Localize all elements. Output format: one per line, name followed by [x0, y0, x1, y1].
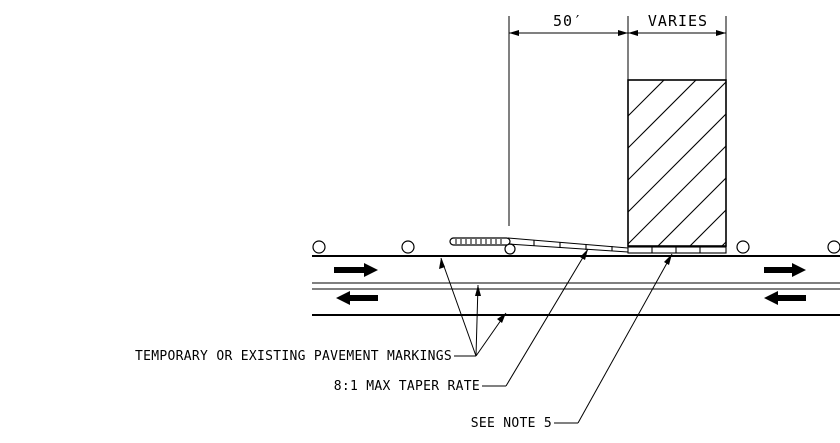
- callout-see-note: SEE NOTE 5: [471, 416, 552, 431]
- drum-icon: [736, 240, 750, 254]
- drum-icon: [827, 240, 840, 254]
- callout-taper-rate: 8:1 MAX TAPER RATE: [334, 379, 480, 394]
- drum-icon: [312, 240, 326, 254]
- roadway: [312, 255, 840, 316]
- channelizing-devices: [312, 240, 840, 255]
- arrow-left-icon: [336, 291, 378, 305]
- buffer-devices: [449, 237, 511, 246]
- leader-lines: [439, 248, 673, 424]
- dimension-lines: [508, 16, 727, 226]
- callout-pavement-markings: TEMPORARY OR EXISTING PAVEMENT MARKINGS: [135, 349, 452, 364]
- traffic-arrows: [334, 263, 806, 305]
- buffer-pill: [449, 237, 511, 246]
- closure-strip: [627, 246, 727, 254]
- work-area-outline: [627, 79, 727, 247]
- dimension-taper-length: 50′: [553, 12, 583, 30]
- arrow-left-icon: [764, 291, 806, 305]
- arrow-right-icon: [334, 263, 378, 277]
- taper-marking: [507, 237, 629, 253]
- work-area: [627, 79, 727, 247]
- arrow-right-icon: [764, 263, 806, 277]
- dimension-work-area-length: VARIES: [648, 12, 708, 30]
- drum-icon: [401, 240, 415, 254]
